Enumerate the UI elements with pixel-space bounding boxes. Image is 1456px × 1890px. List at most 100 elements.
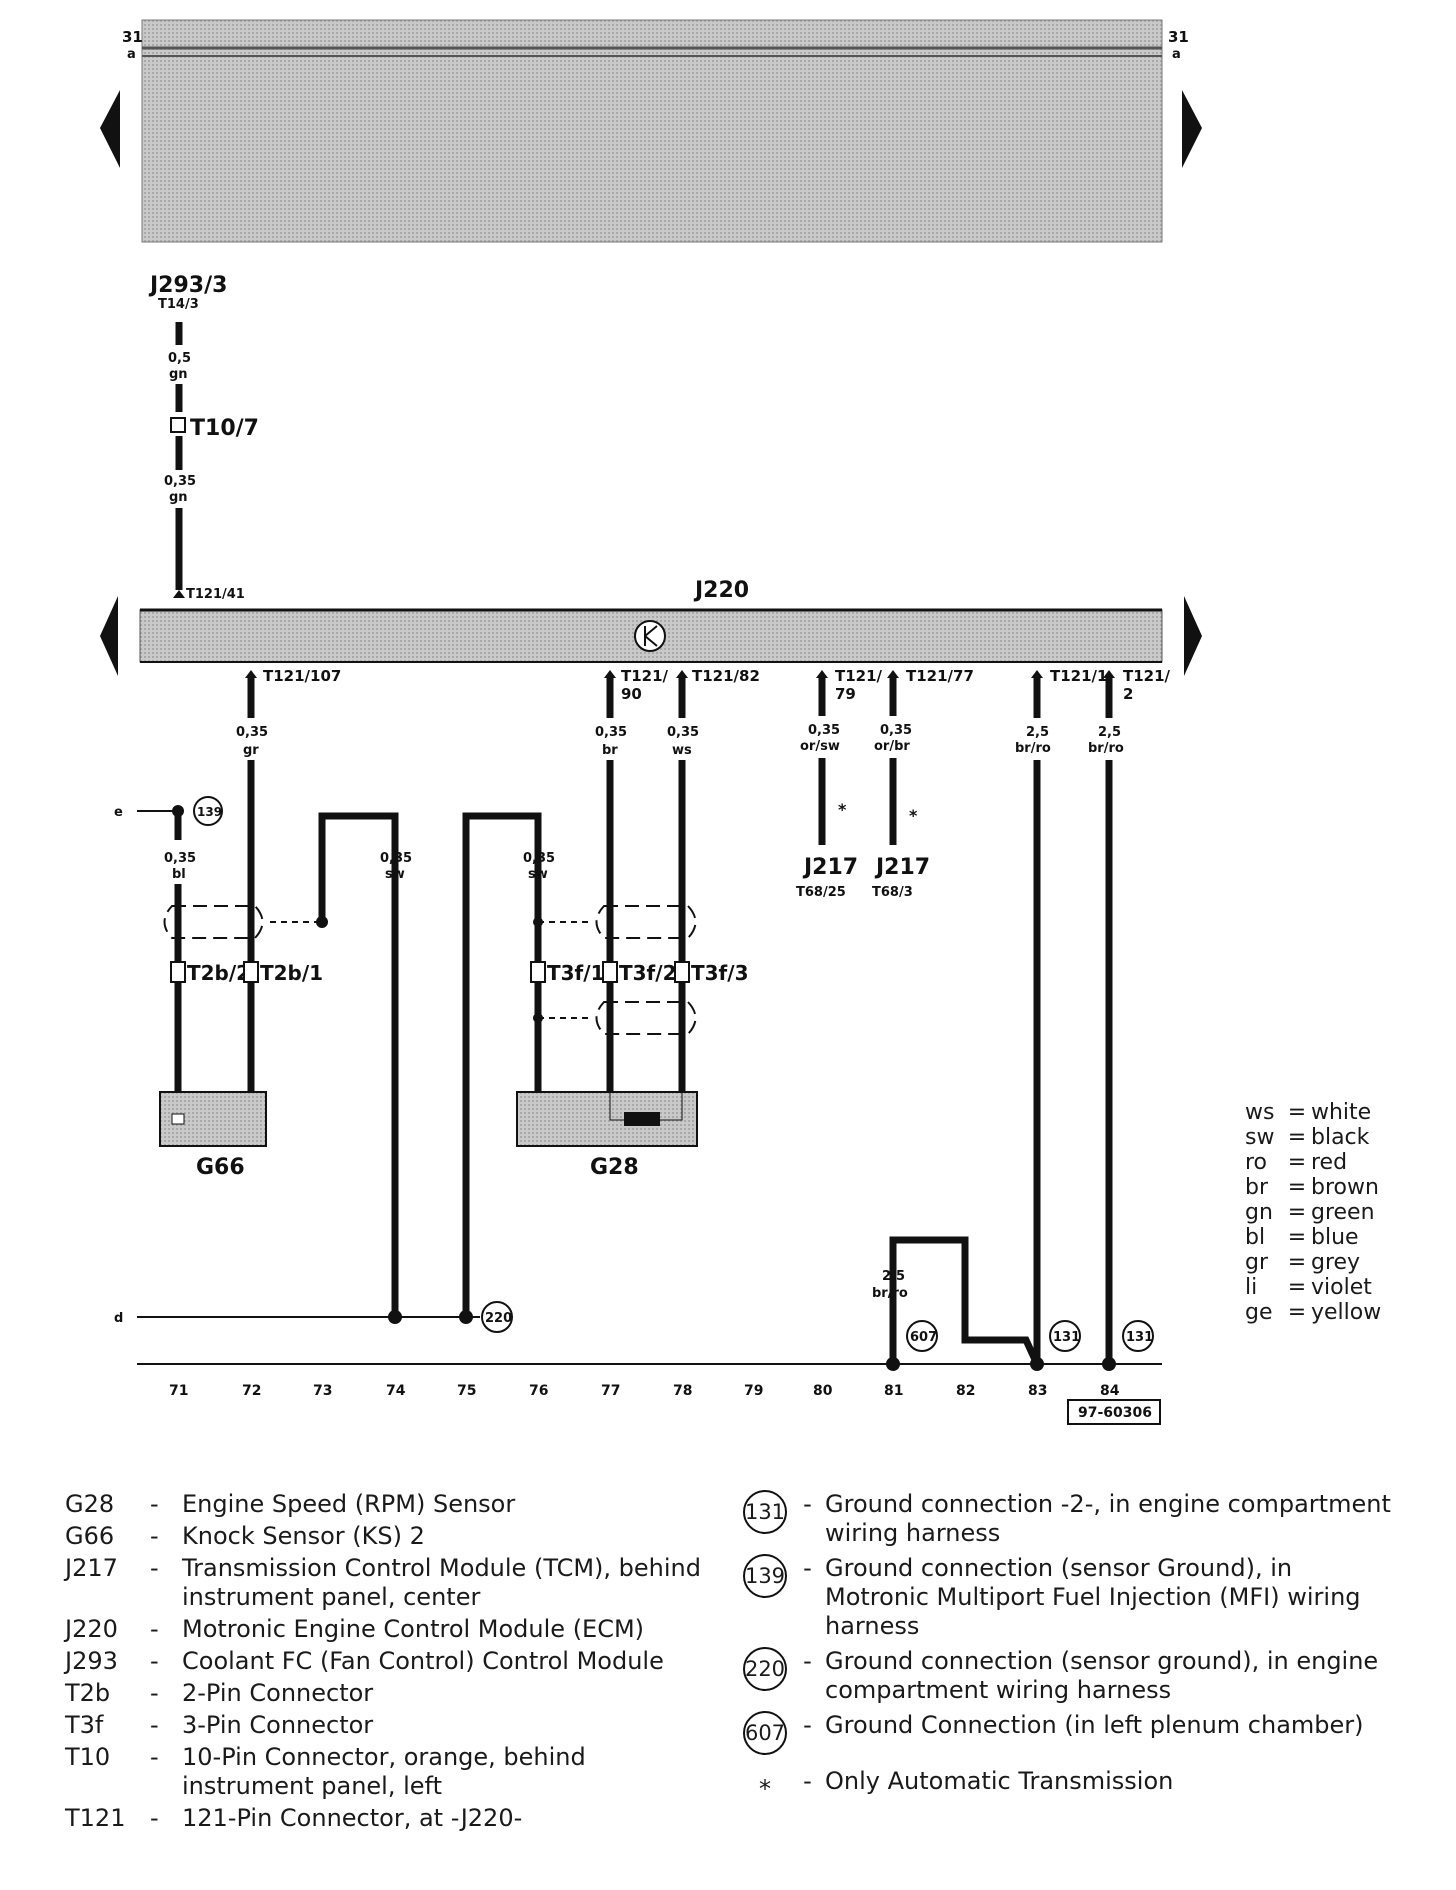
legend-dash: - [150,1679,159,1707]
right-ref: 31 [1168,28,1189,46]
wire-75-76: 0,35 sw 220 [459,812,555,1333]
color-abbr: li [1245,1275,1258,1300]
component-legend-row: G66-Knock Sensor (KS) 2 [65,1522,705,1551]
wire-gauge: 0,35 [880,723,912,738]
g28-component: G28 [516,1091,698,1180]
ground-legend: 131-Ground connection -2-, in engine com… [740,1490,1400,1817]
wire-gauge: 2,5 [882,1269,905,1284]
component-legend-row: T2b-2-Pin Connector [65,1679,705,1708]
pin-label: 79 [835,685,856,703]
wire-gauge: 2,5 [1026,725,1049,740]
track-number: 71 [169,1383,188,1399]
component-desc: 2-Pin Connector [182,1679,374,1707]
color-abbr: ge [1245,1300,1273,1325]
track-number: 81 [884,1383,903,1399]
track-number: 72 [242,1383,261,1399]
equals-sign: = [1287,1250,1307,1275]
connector-label: T2b/1 [260,961,323,985]
pin-label: T121/77 [906,667,974,685]
right-sub: a [1172,47,1181,62]
ground-legend-row: 607-Ground Connection (in left plenum ch… [740,1711,1400,1755]
ground-symbol-icon: 220 [743,1647,787,1691]
wire-color: bl [172,867,186,882]
pin-label: T121/ [835,667,883,685]
ground-symbol-icon: 139 [743,1554,787,1598]
connector-icon [674,961,690,983]
wire-color: or/sw [800,739,840,754]
ground-desc: Ground connection -2-, in engine compart… [825,1490,1391,1547]
component-legend-row: J220-Motronic Engine Control Module (ECM… [65,1615,705,1644]
color-abbr: gn [1245,1200,1273,1225]
equals-sign: = [1287,1150,1307,1175]
connector-label: T3f/2 [619,961,676,985]
ground-symbol-icon: 131 [743,1490,787,1534]
color-name: grey [1311,1250,1361,1275]
legend-dash: - [150,1804,159,1832]
wire-77: 0,35 br [595,670,627,1092]
legend-dash: - [803,1711,812,1739]
color-abbr: ro [1245,1150,1268,1175]
top-bus: 31 a 31 a [100,19,1202,243]
ground-legend-row: 131-Ground connection -2-, in engine com… [740,1490,1400,1548]
color-abbr: bl [1245,1225,1266,1250]
wire-83: 2,5 br/ro 131 [1015,670,1081,1364]
wiring-diagram: 31 a 31 a J293/3 T14/3 0,5 gn T10/7 0,35… [100,19,1202,1425]
wire-color: br [602,743,618,758]
connector-label: T3f/3 [691,961,748,985]
track-number: 80 [813,1383,833,1399]
ground-131-icon [1122,1320,1154,1352]
pin-label: T121/107 [263,667,341,685]
ground-220-icon [481,1301,513,1333]
arrow-left-icon [100,596,118,676]
color-code-row: bl =blue [1245,1225,1381,1250]
connector-label: T3f/1 [547,961,604,985]
ground-number: 139 [197,805,222,819]
legend-dash: - [803,1767,812,1795]
wire-gauge: 0,35 [595,725,627,740]
connector-icon [243,961,259,983]
component-code: G66 [65,1522,115,1550]
legend-dash: - [150,1647,159,1675]
wire-gauge: 0,35 [808,723,840,738]
j217-pin: T68/3 [872,885,913,900]
ground-number: 131 [1053,1330,1080,1345]
color-name: yellow [1311,1300,1382,1325]
color-abbr: gr [1245,1250,1269,1275]
wire-gauge: 0,35 [667,725,699,740]
auto-trans-mark: * [838,800,847,819]
component-desc: 3-Pin Connector [182,1711,374,1739]
ground-139-icon [193,796,223,826]
wire-84: 2,5 br/ro 131 [1088,670,1154,1364]
wire-gauge: 0,35 [236,725,268,740]
component-desc: Engine Speed (RPM) Sensor [182,1490,516,1518]
color-name: blue [1311,1225,1359,1250]
doc-number: 97-60306 [1078,1405,1152,1421]
wire-80: 0,35 or/sw * J217 T68/25 [796,670,858,900]
legend-dash: - [803,1490,812,1518]
legend-dash: - [803,1647,812,1675]
component-code: T121 [65,1804,126,1832]
track-number: 74 [386,1383,406,1399]
ground-607-icon [906,1320,938,1352]
ground-legend-row: 220-Ground connection (sensor ground), i… [740,1647,1400,1705]
component-code: J217 [65,1554,118,1582]
equals-sign: = [1287,1200,1307,1225]
equals-sign: = [1287,1275,1307,1300]
ground-131-icon [1049,1320,1081,1352]
note-desc: Only Automatic Transmission [825,1767,1174,1795]
component-desc: 10-Pin Connector, orange, behind instrum… [182,1743,586,1800]
t10-connector-icon [170,417,186,433]
wire-78: 0,35 ws [667,670,699,1092]
wire-color: br/ro [1015,741,1051,756]
left-ref: 31 [122,28,143,46]
track-number: 79 [744,1383,763,1399]
component-desc: Transmission Control Module (TCM), behin… [182,1554,701,1611]
g66-label: G66 [196,1155,245,1180]
t10-label: T10/7 [190,416,259,441]
ref-d: d [114,1311,123,1326]
track-number: 76 [529,1383,548,1399]
equals-sign: = [1287,1225,1307,1250]
wire-81-82: 2,5 br/ro 607 [872,1236,1041,1366]
ground-number: 220 [485,1311,512,1326]
color-name: black [1311,1125,1370,1150]
